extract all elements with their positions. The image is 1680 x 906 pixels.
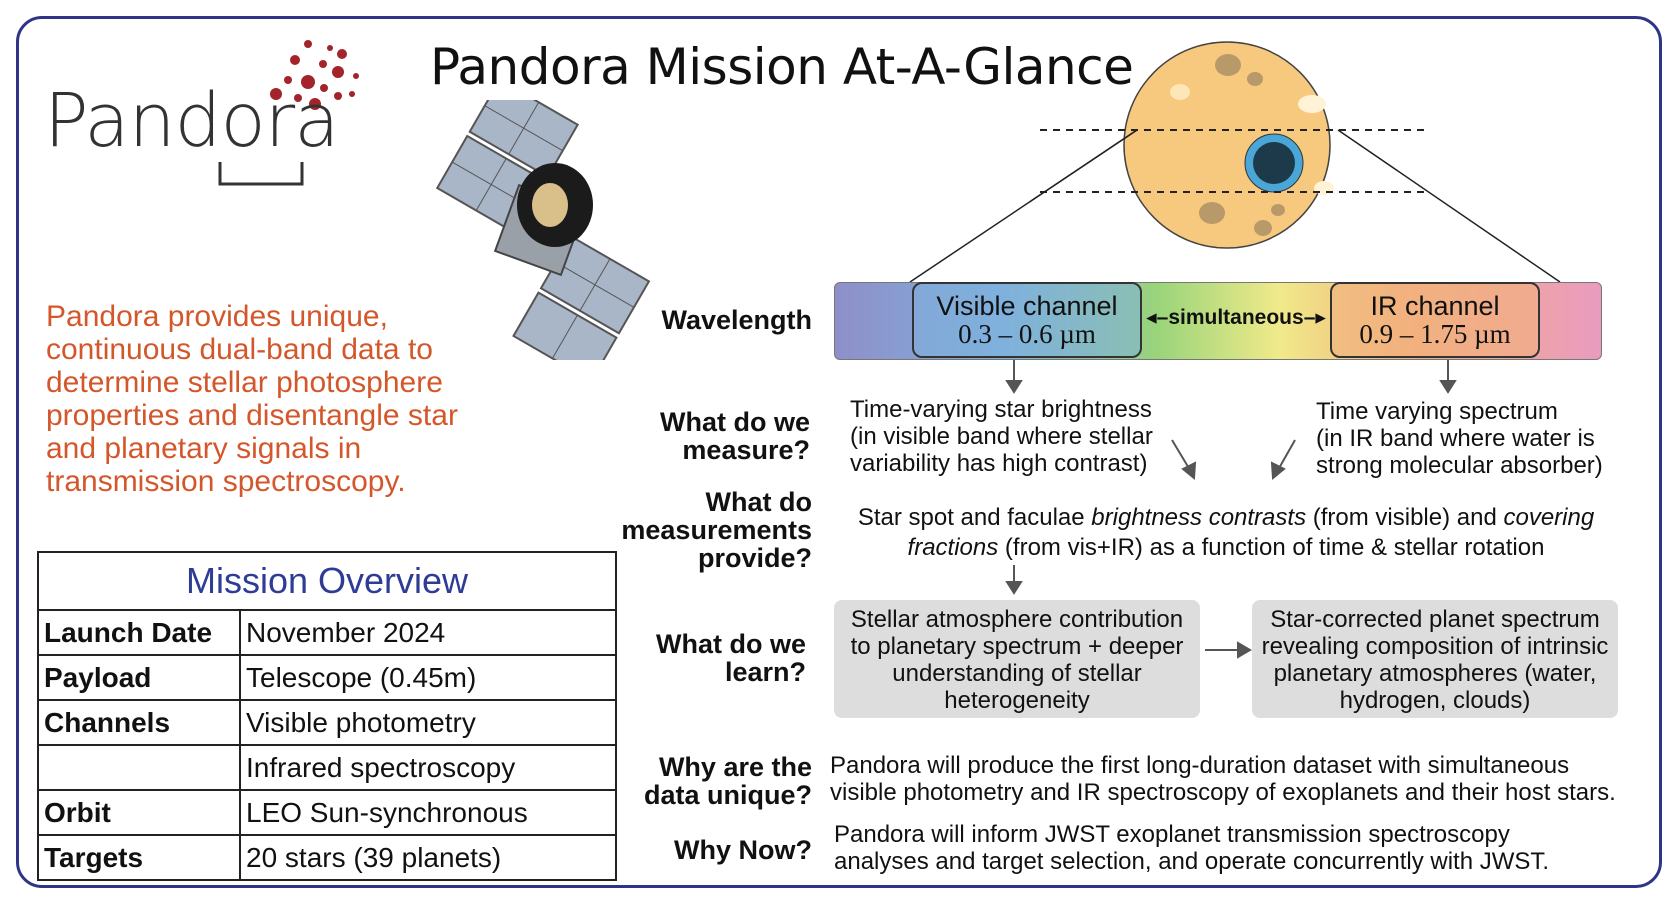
text-span-italic: brightness contrasts — [1091, 504, 1307, 531]
learn-label-line: What do we — [656, 629, 806, 659]
text-line: strong molecular absorber) — [1316, 452, 1603, 479]
row-key: Orbit — [37, 789, 241, 836]
ir-channel-range: 0.9 – 1.75 µm — [1359, 319, 1511, 349]
text-line: to planetary spectrum + deeper — [850, 633, 1184, 660]
table-row: Infrared spectroscopy — [37, 744, 617, 791]
text-line: heterogeneity — [944, 687, 1090, 714]
visible-channel-title: Visible channel — [936, 291, 1118, 321]
row-value: 20 stars (39 planets) — [239, 834, 617, 881]
text-span-italic: fractions — [907, 534, 999, 561]
simultaneous-text: simultaneous — [1168, 306, 1304, 329]
row-key — [37, 744, 241, 791]
learn-label: What do we learn? — [600, 630, 806, 686]
now-text: Pandora will inform JWST exoplanet trans… — [834, 821, 1549, 875]
text-line: fractions (from vis+IR) as a function of… — [836, 534, 1616, 561]
star-with-transiting-planet — [1030, 41, 1430, 249]
unique-text: Pandora will produce the first long-dura… — [830, 752, 1616, 806]
text-line: (in IR band where water is — [1316, 425, 1595, 452]
measure-left-text: Time-varying star brightness (in visible… — [850, 396, 1153, 477]
wavelength-label: Wavelength — [661, 305, 812, 335]
ir-channel-box: IR channel 0.9 – 1.75 µm — [1330, 282, 1540, 358]
page-title: Pandora Mission At-A-Glance — [430, 38, 1134, 96]
row-value: Visible photometry — [239, 699, 617, 746]
provide-text: Star spot and faculae brightness contras… — [836, 504, 1616, 561]
simultaneous-label: ◂–simultaneous–▸ — [1142, 305, 1330, 330]
text-line: (in visible band where stellar — [850, 423, 1153, 450]
text-line: Star spot and faculae brightness contras… — [836, 504, 1616, 531]
overview-heading: Mission Overview — [37, 551, 617, 611]
row-key: Launch Date — [37, 609, 241, 656]
row-key: Channels — [37, 699, 241, 746]
text-line: Pandora will inform JWST exoplanet trans… — [834, 821, 1510, 848]
text-line: visible photometry and IR spectroscopy o… — [830, 779, 1616, 806]
text-span-italic: covering — [1503, 504, 1595, 531]
text-line: hydrogen, clouds) — [1339, 687, 1531, 714]
text-line: Time-varying star brightness — [850, 396, 1152, 423]
logo-wordmark: Pandora — [44, 78, 340, 164]
provide-label-line: measurements — [621, 515, 812, 545]
pandora-logo — [218, 40, 359, 186]
row-key: Targets — [37, 834, 241, 881]
text-line: Stellar atmosphere contribution — [850, 606, 1184, 633]
unique-label-line: data unique? — [644, 780, 812, 810]
measure-label-line: What do we — [660, 407, 810, 437]
now-label: Why Now? — [674, 835, 812, 865]
text-line: variability has high contrast) — [850, 450, 1148, 477]
visible-channel-range: 0.3 – 0.6 µm — [958, 319, 1096, 349]
ir-channel-title: IR channel — [1370, 291, 1500, 321]
provide-label-line: What do — [705, 487, 812, 517]
text-line: revealing composition of intrinsic — [1261, 633, 1609, 660]
text-line: planetary atmospheres (water, — [1273, 660, 1597, 687]
text-line: analyses and target selection, and opera… — [834, 848, 1550, 875]
row-value: Infrared spectroscopy — [239, 744, 617, 791]
tagline: Pandora provides unique, continuous dual… — [46, 300, 458, 498]
text-span: (from visible) and — [1306, 504, 1504, 531]
row-value: November 2024 — [239, 609, 617, 656]
learn-right-box: Star-corrected planet spectrum revealing… — [1252, 600, 1618, 718]
satellite-illustration — [435, 100, 651, 360]
text-line: Pandora will produce the first long-dura… — [830, 752, 1570, 779]
row-value: LEO Sun-synchronous — [239, 789, 617, 836]
visible-channel-box: Visible channel 0.3 – 0.6 µm — [912, 282, 1142, 358]
row-value: Telescope (0.45m) — [239, 654, 617, 701]
text-span: Star spot and faculae — [857, 504, 1092, 531]
text-span: (from vis+IR) as a function of time & st… — [998, 534, 1545, 561]
measure-label: What do we measure? — [600, 408, 810, 464]
right-arrow-icon: –▸ — [1303, 306, 1326, 329]
poster-frame — [16, 16, 1662, 888]
left-arrow-icon: ◂– — [1146, 306, 1169, 329]
provide-label: What do measurements provide? — [600, 488, 812, 572]
unique-label: Why are the data unique? — [600, 753, 812, 809]
row-key: Payload — [37, 654, 241, 701]
learn-label-line: learn? — [724, 657, 806, 687]
text-line: understanding of stellar — [892, 660, 1142, 687]
provide-label-line: provide? — [697, 543, 812, 573]
text-line: Star-corrected planet spectrum — [1270, 606, 1600, 633]
text-line: Time varying spectrum — [1316, 398, 1558, 425]
measure-right-text: Time varying spectrum (in IR band where … — [1316, 398, 1603, 479]
unique-label-line: Why are the — [658, 752, 812, 782]
learn-left-box: Stellar atmosphere contribution to plane… — [834, 600, 1200, 718]
measure-label-line: measure? — [682, 435, 810, 465]
